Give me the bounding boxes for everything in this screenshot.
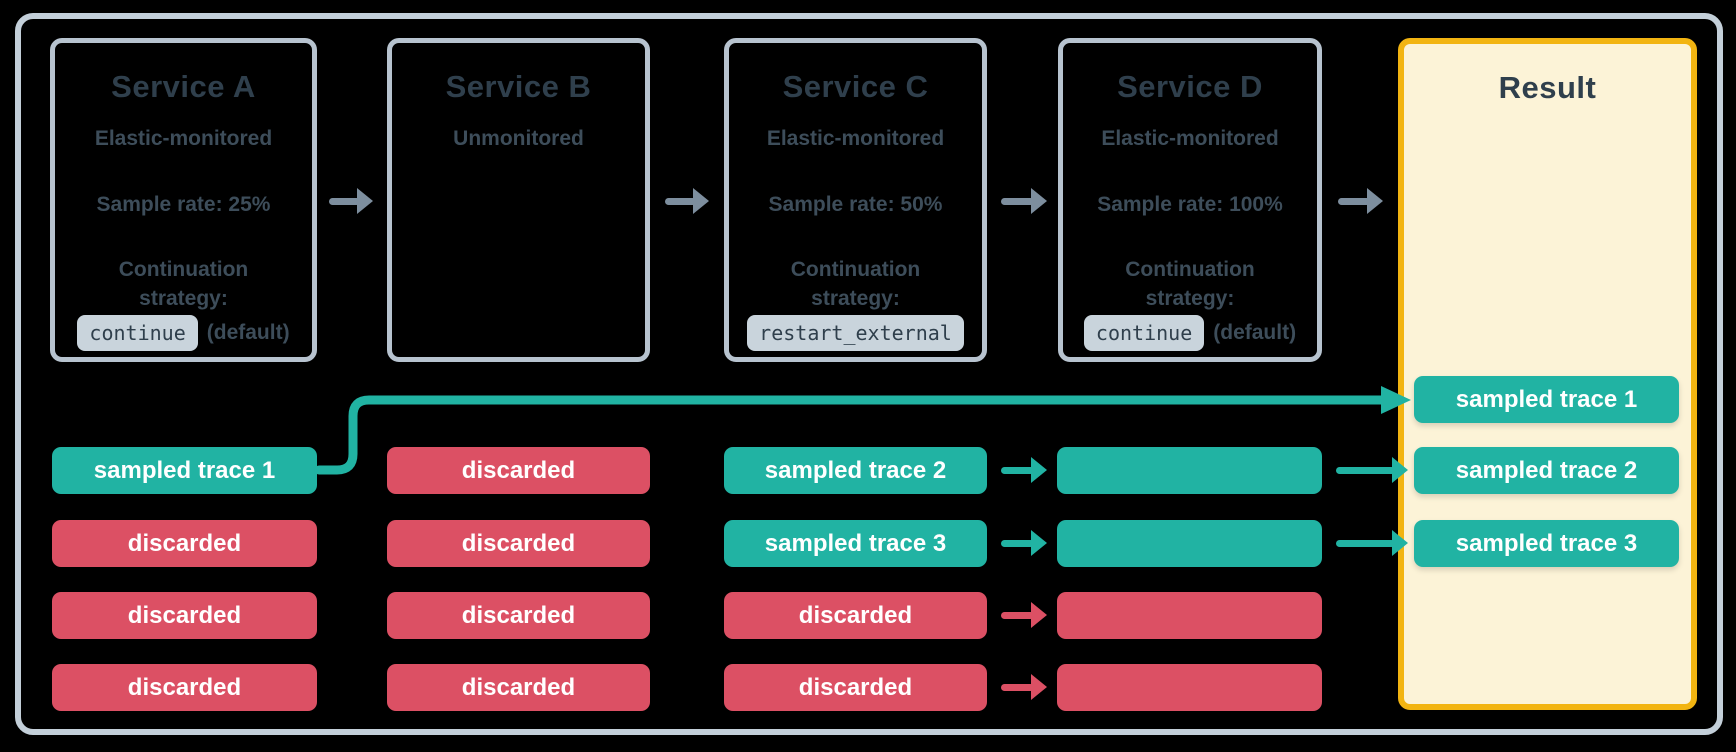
result-box: Result <box>1398 38 1697 710</box>
service-c-sample-rate: Sample rate: 50% <box>768 193 943 216</box>
flow-arrow-d-to-result-icon <box>1338 187 1383 215</box>
service-c-title: Service C <box>782 69 929 104</box>
service-c-subtitle: Elastic-monitored <box>766 127 945 150</box>
service-b-subtitle: Unmonitored <box>453 127 584 150</box>
service-d-strategy-default-note: (default) <box>1213 321 1297 344</box>
service-a-strategy-row: continue (default) <box>55 315 312 351</box>
service-d-continuation-label: Continuation strategy: <box>1125 258 1255 310</box>
service-c-box: Service C Elastic-monitored Sample rate:… <box>724 38 987 362</box>
trace-arrow-d-to-result-icon <box>1336 529 1408 557</box>
trace-arrow-d-to-result-icon <box>1336 456 1408 484</box>
trace-arrow-c-to-d-icon <box>1001 673 1047 701</box>
service-a-title: Service A <box>111 69 256 104</box>
service-b-box: Service B Unmonitored <box>387 38 650 362</box>
service-a-subtitle: Elastic-monitored <box>94 127 273 150</box>
trace-connector-arrowhead-icon <box>1381 386 1411 414</box>
trace-bar <box>1057 520 1322 567</box>
service-a-strategy-default-note: (default) <box>206 321 290 344</box>
service-a-strategy-chip: continue <box>77 315 198 351</box>
service-a-sample-rate: Sample rate: 25% <box>96 193 271 216</box>
trace-bar: discarded <box>387 664 650 711</box>
flow-arrow-b-to-c-icon <box>665 187 709 215</box>
trace-bar: discarded <box>52 664 317 711</box>
trace-bar: discarded <box>52 520 317 567</box>
trace-bar: sampled trace 3 <box>724 520 987 567</box>
service-d-subtitle: Elastic-monitored <box>1101 127 1279 150</box>
trace-bar: discarded <box>387 520 650 567</box>
flow-arrow-a-to-b-icon <box>329 187 373 215</box>
service-b-title: Service B <box>445 69 592 104</box>
trace-bar: discarded <box>387 447 650 494</box>
service-a-box: Service A Elastic-monitored Sample rate:… <box>50 38 317 362</box>
service-d-strategy-row: continue (default) <box>1063 315 1317 351</box>
trace-bar: discarded <box>724 592 987 639</box>
result-trace-bar: sampled trace 3 <box>1414 520 1679 567</box>
service-c-continuation-label: Continuation strategy: <box>790 258 921 310</box>
trace-bar: discarded <box>387 592 650 639</box>
result-trace-bar: sampled trace 1 <box>1414 376 1679 423</box>
service-c-strategy-row: restart_external <box>729 315 982 351</box>
flow-arrow-c-to-d-icon <box>1001 187 1047 215</box>
service-c-strategy-chip: restart_external <box>747 315 964 351</box>
trace-bar: sampled trace 1 <box>52 447 317 494</box>
trace-arrow-c-to-d-icon <box>1001 529 1047 557</box>
trace-bar: discarded <box>724 664 987 711</box>
trace-bar <box>1057 447 1322 494</box>
result-trace-bar: sampled trace 2 <box>1414 447 1679 494</box>
trace-bar: discarded <box>52 592 317 639</box>
trace-bar <box>1057 664 1322 711</box>
service-d-title: Service D <box>1117 69 1263 104</box>
trace-bar <box>1057 592 1322 639</box>
trace-arrow-c-to-d-icon <box>1001 601 1047 629</box>
service-d-box: Service D Elastic-monitored Sample rate:… <box>1058 38 1322 362</box>
service-d-strategy-chip: continue <box>1083 315 1205 351</box>
trace-arrow-c-to-d-icon <box>1001 456 1047 484</box>
service-a-continuation-label: Continuation strategy: <box>118 258 249 310</box>
result-title: Result <box>1498 70 1597 105</box>
service-d-sample-rate: Sample rate: 100% <box>1097 193 1283 216</box>
trace-bar: sampled trace 2 <box>724 447 987 494</box>
outer-frame <box>15 13 1723 735</box>
